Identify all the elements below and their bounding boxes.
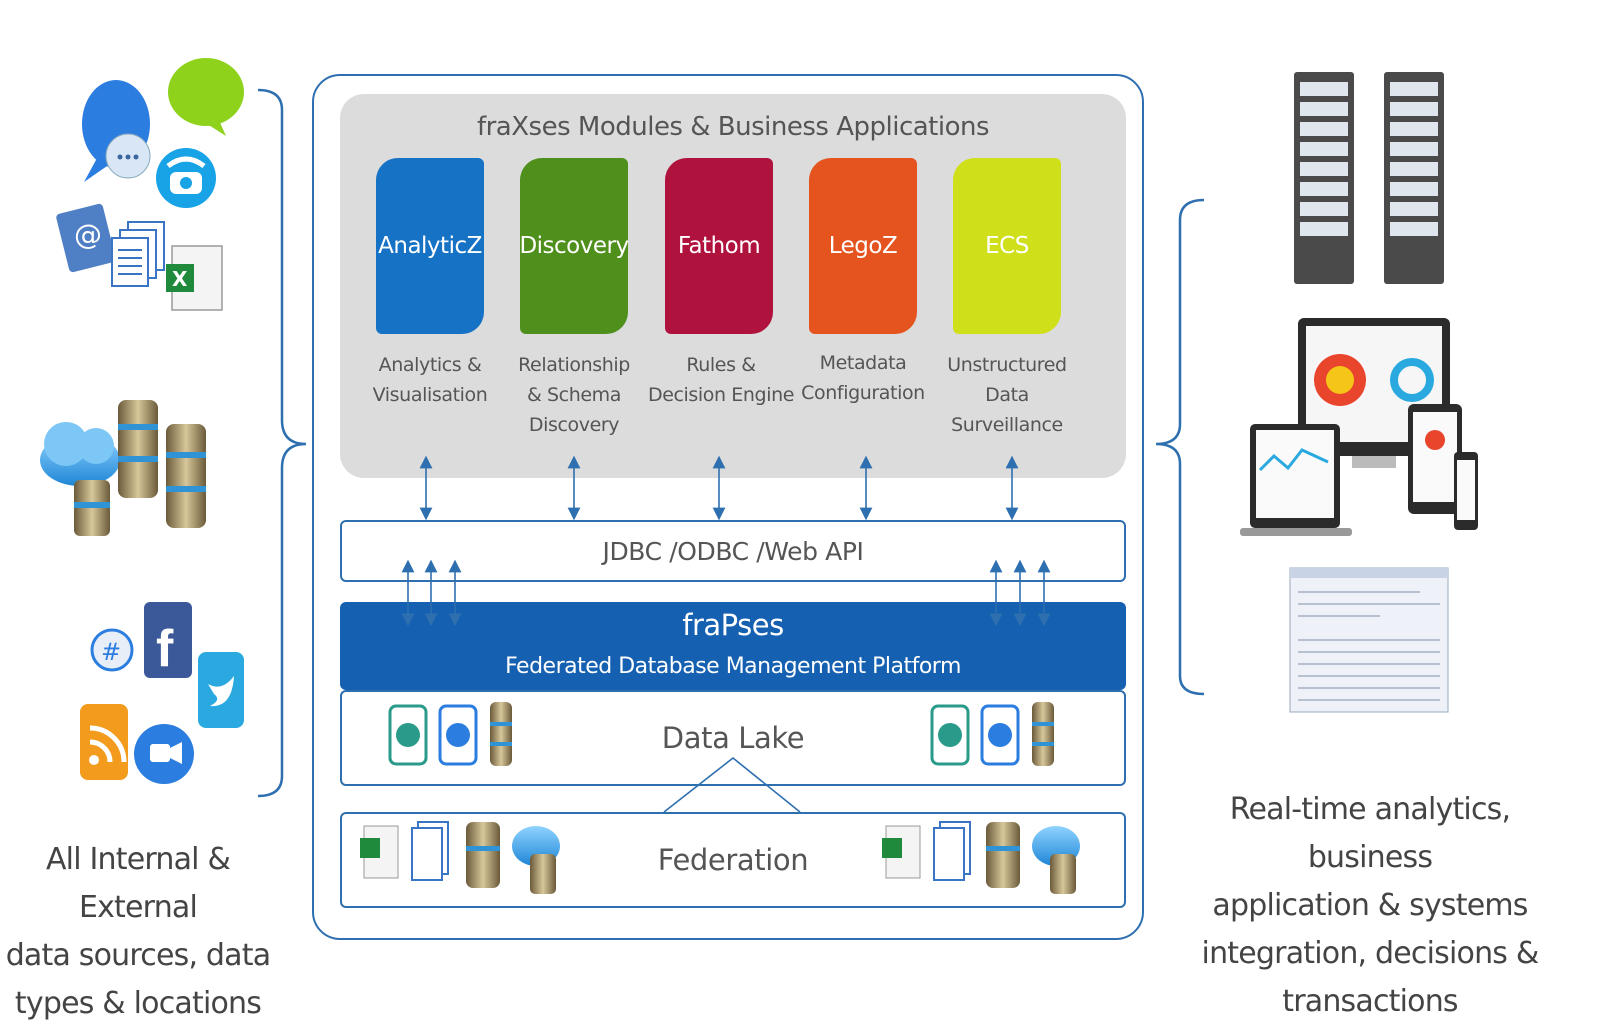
module-name: ECS (985, 233, 1029, 259)
module-name: LegoZ (828, 233, 898, 259)
api-label: JDBC /ODBC /Web API (602, 536, 864, 566)
database-icon (466, 822, 500, 888)
message-bubble-icon (168, 58, 244, 136)
svg-text:#: # (101, 638, 121, 666)
left-brace (257, 88, 307, 798)
spreadsheet-icon: X (166, 245, 223, 311)
federation-label: Federation (657, 843, 809, 877)
data-lake-icons-right (930, 702, 1054, 766)
federation-icons-right (882, 821, 1080, 894)
caption-line: All Internal & External (45, 842, 231, 925)
right-brace (1155, 198, 1205, 696)
right-caption: Real-time analytics, business applicatio… (1196, 786, 1544, 1026)
desc-line: Configuration (801, 382, 925, 404)
module-tile-legoz: LegoZ (809, 158, 917, 334)
api-platform-arrows (401, 559, 1051, 627)
data-lake-label: Data Lake (661, 721, 805, 755)
desc-line: Discovery (528, 414, 620, 436)
desc-line: Metadata (819, 352, 907, 374)
caption-line: transactions (1282, 984, 1458, 1019)
desc-line: Data (985, 384, 1029, 406)
svg-text:X: X (172, 267, 188, 291)
application-screen-icon (1289, 567, 1449, 713)
module-name: Discovery (519, 233, 629, 259)
cloud-database-icon (40, 422, 120, 536)
database-icon (118, 400, 206, 528)
facebook-icon: f (144, 602, 192, 678)
chat-bubble-icon (82, 80, 151, 182)
platform-name: fraPses (682, 608, 784, 642)
desc-line: Analytics & (378, 354, 482, 376)
phone-icon (156, 148, 216, 208)
module-name: Fathom (677, 233, 761, 259)
architecture-frame (312, 74, 1144, 940)
database-icon (490, 702, 512, 766)
module-desc-analyticz: Analytics & Visualisation (355, 350, 505, 410)
caption-line: data sources, data (5, 938, 271, 973)
module-tile-ecs: ECS (953, 158, 1061, 334)
module-tile-analyticz: AnalyticZ (376, 158, 484, 334)
desc-line: Decision Engine (647, 384, 795, 406)
twitter-icon (198, 652, 244, 728)
caption-line: Real-time analytics, business (1229, 792, 1511, 875)
database-icon (986, 822, 1020, 888)
modules-title: fraXses Modules & Business Applications (476, 112, 990, 142)
module-desc-discovery: Relationship & Schema Discovery (499, 350, 649, 440)
platform-description: Federated Database Management Platform (505, 654, 961, 679)
module-desc-legoz: Metadata Configuration (788, 348, 938, 408)
svg-text:f: f (156, 620, 174, 678)
module-desc-fathom: Rules & Decision Engine (644, 350, 798, 410)
federation-triangle (663, 756, 801, 813)
left-caption: All Internal & External data sources, da… (0, 836, 276, 1028)
rss-icon (80, 704, 128, 780)
database-icon (1032, 702, 1054, 766)
devices-dashboard-icon (1240, 318, 1478, 536)
module-desc-ecs: Unstructured Data Surveillance (932, 350, 1082, 440)
federation-icons-left (360, 821, 560, 894)
desc-line: Visualisation (372, 384, 488, 406)
email-icon: @ (56, 203, 116, 273)
desc-line: Relationship (518, 354, 630, 376)
caption-line: types & locations (14, 986, 262, 1021)
desc-line: Unstructured (947, 354, 1067, 376)
caption-line: integration, decisions & (1201, 936, 1540, 971)
module-tile-discovery: Discovery (519, 158, 629, 334)
module-tile-fathom: Fathom (665, 158, 773, 334)
data-lake-icons-left (388, 702, 512, 766)
desc-line: & Schema (526, 384, 622, 406)
desc-line: Surveillance (951, 414, 1063, 436)
desc-line: Rules & (686, 354, 756, 376)
hashtag-icon: # (90, 628, 134, 672)
module-api-arrows (419, 455, 1019, 521)
svg-text:@: @ (74, 218, 102, 251)
module-name: AnalyticZ (378, 233, 482, 259)
server-rack-icon (1294, 72, 1444, 284)
diagram-overlay: @ X # f (40, 58, 1478, 894)
caption-line: application & systems (1212, 888, 1528, 923)
video-chat-icon (134, 724, 194, 784)
document-icon (111, 221, 165, 287)
